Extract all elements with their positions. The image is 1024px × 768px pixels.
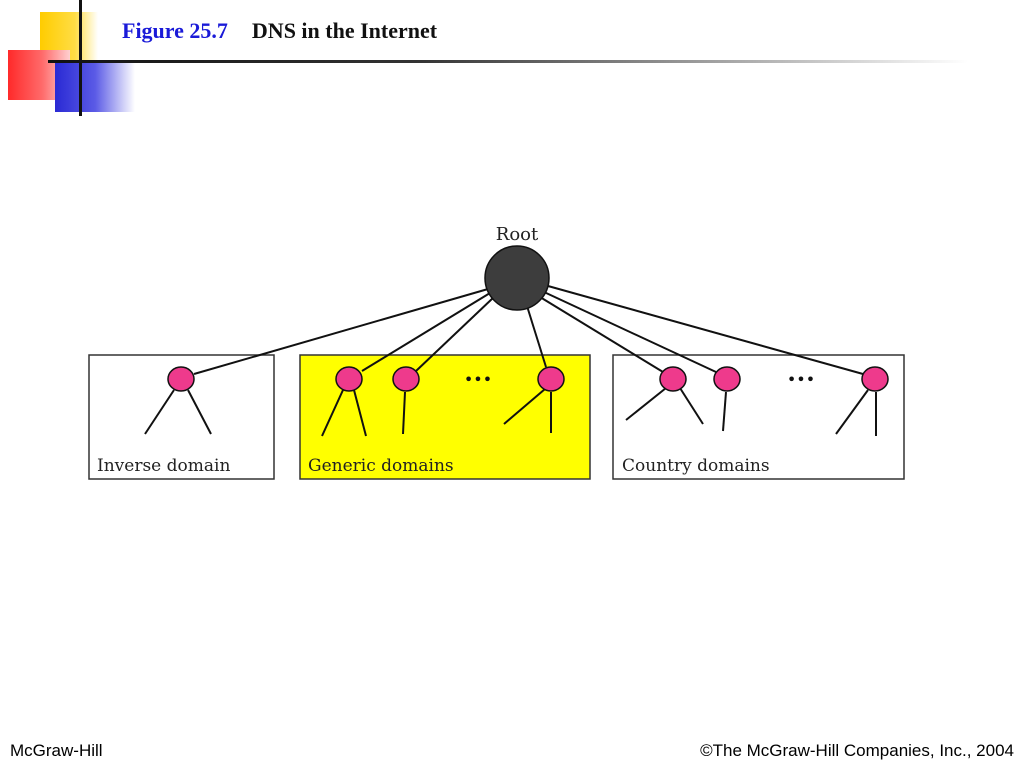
edge-root-generic-3 [526, 305, 547, 368]
inverse-node [167, 366, 195, 392]
country-node [861, 366, 889, 392]
root-edges [193, 285, 864, 375]
generic-domains-label: Generic domains [308, 456, 454, 476]
edge-root-inverse [193, 288, 489, 375]
decor-vertical-line [79, 0, 82, 116]
country-node [659, 366, 687, 392]
footer-publisher: McGraw-Hill [10, 741, 103, 760]
inverse-domain-label: Inverse domain [97, 456, 230, 476]
edge-root-generic-1 [361, 292, 491, 372]
edge-root-generic-2 [415, 296, 495, 372]
edge-root-country-3 [547, 285, 864, 375]
child-edge [144, 389, 175, 435]
figure-number: Figure 25.7 [122, 18, 228, 43]
generic-node [392, 366, 420, 392]
decor-blue-square [55, 60, 135, 112]
child-edge [679, 387, 704, 425]
child-edge [402, 391, 406, 435]
child-edge [503, 388, 546, 425]
country-node [713, 366, 741, 392]
edge-root-country-1 [539, 296, 664, 373]
generic-ellipsis: ••• [464, 370, 492, 389]
child-edge [353, 389, 367, 437]
root-label: Root [496, 224, 539, 245]
figure-title: DNS in the Internet [251, 18, 438, 43]
country-domains-label: Country domains [622, 456, 770, 476]
domain-nodes [167, 366, 889, 392]
edge-root-country-2 [543, 291, 717, 373]
footer-copyright: ©The McGraw-Hill Companies, Inc., 2004 [700, 741, 1014, 760]
generic-node [537, 366, 565, 392]
child-edge [187, 389, 212, 435]
child-edges [144, 387, 877, 437]
root-node [484, 245, 550, 311]
slide-title: Figure 25.7 DNS in the Internet [122, 18, 437, 44]
child-edge [835, 389, 869, 435]
child-edge [722, 391, 727, 432]
generic-node [335, 366, 363, 392]
child-edge [321, 389, 344, 437]
decor-horizontal-line [48, 60, 968, 63]
country-ellipsis: ••• [787, 370, 815, 389]
child-edge [625, 387, 667, 421]
